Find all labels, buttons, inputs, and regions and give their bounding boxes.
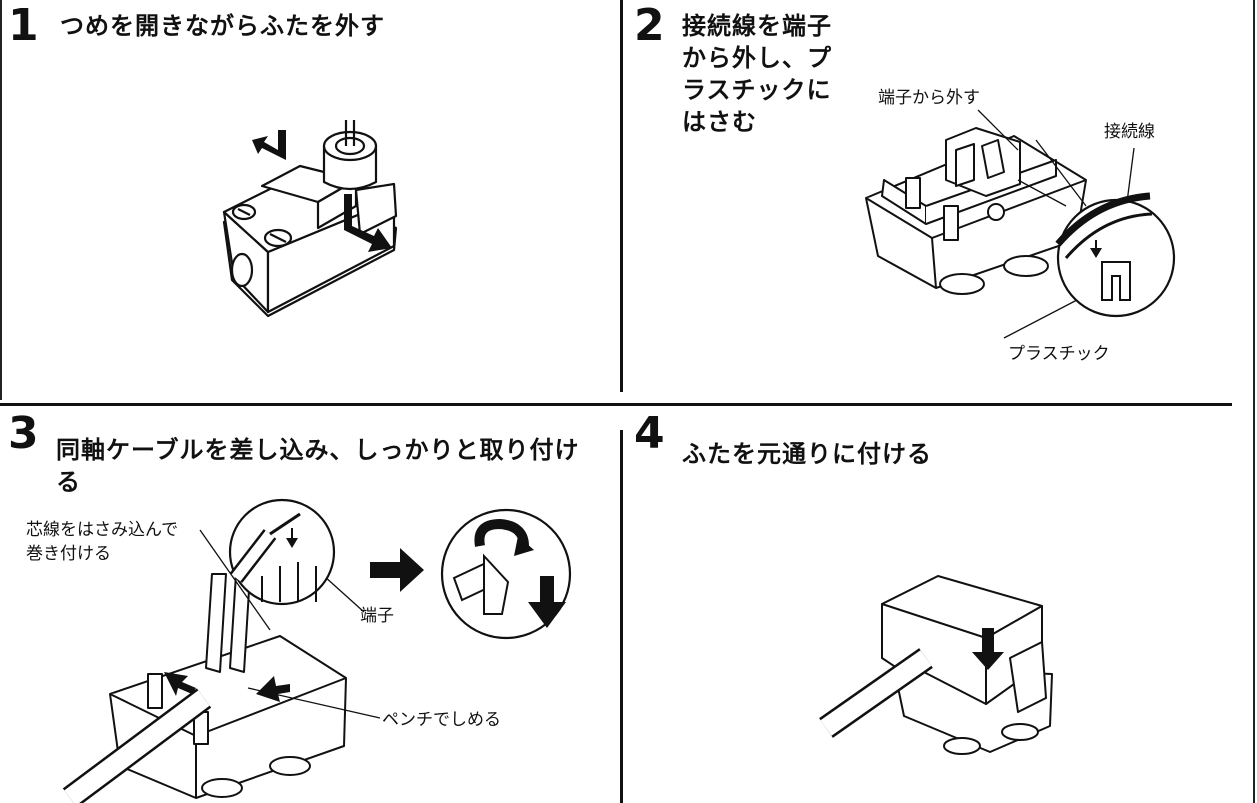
label-connecting-wire: 接続線 (1104, 122, 1155, 142)
step-4-panel: 4 ふたを元通りに付ける (626, 406, 1257, 803)
step-3-panel: 3 同軸ケーブルを差し込み、しっかりと取り付け る 芯線をはさみ込んで 巻き付け… (0, 406, 620, 803)
step-3-number: 3 (8, 408, 39, 459)
label-plastic: プラスチック (1008, 344, 1110, 364)
cover-removal-illustration (222, 120, 398, 318)
step-2-panel: 2 接続線を端子 から外し、プ ラスチックに はさむ 端子から外す 接続線 プラ… (626, 0, 1257, 400)
step-4-title: ふたを元通りに付ける (682, 440, 932, 468)
label-tighten-with-pliers: ペンチでしめる (382, 710, 501, 730)
horizontal-divider (0, 403, 1232, 406)
step-1-number: 1 (8, 0, 39, 51)
label-wrap-core-wire: 芯線をはさみ込んで 巻き付ける (26, 520, 179, 564)
page-left-edge (0, 0, 2, 400)
cable-attach-illustration (62, 498, 572, 803)
step-3-title: 同軸ケーブルを差し込み、しっかりと取り付け る (56, 436, 580, 496)
step-1-panel: 1 つめを開きながらふたを外す (0, 0, 620, 400)
step-2-number: 2 (634, 0, 665, 51)
page-right-edge (1253, 0, 1255, 803)
step-2-title: 接続線を端子 から外し、プ ラスチックに はさむ (682, 12, 832, 136)
wire-detach-illustration (865, 109, 1176, 339)
vertical-divider-top (620, 0, 623, 392)
vertical-divider-bottom (620, 430, 623, 803)
label-remove-from-terminal: 端子から外す (878, 88, 980, 108)
label-terminal: 端子 (360, 606, 394, 626)
cover-reattach-illustration (819, 575, 1053, 755)
step-4-number: 4 (634, 408, 665, 459)
step-1-title: つめを開きながらふたを外す (60, 12, 385, 40)
